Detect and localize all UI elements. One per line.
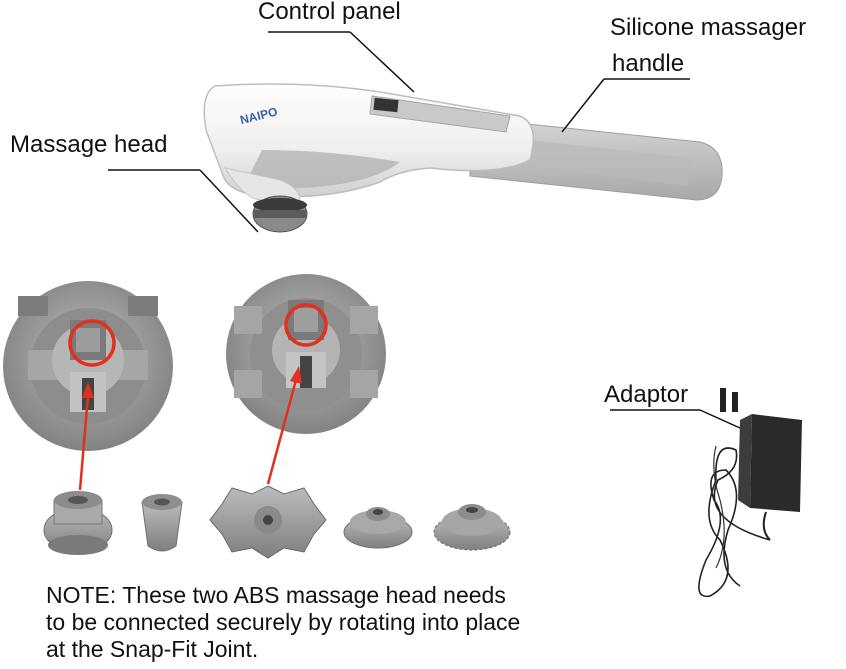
note-line-2: to be connected securely by rotating int… xyxy=(46,609,521,635)
note-text: NOTE: These two ABS massage head needs t… xyxy=(46,582,520,663)
note-line-3: at the Snap-Fit Joint. xyxy=(46,636,259,662)
attachment-star xyxy=(209,485,327,559)
attachment-round-abs xyxy=(43,491,113,555)
attachment-spiked xyxy=(433,504,511,551)
label-massage-head: Massage head xyxy=(10,131,168,158)
attachment-dome xyxy=(343,507,413,549)
label-handle: handle xyxy=(612,50,685,77)
attachment-narrow-abs xyxy=(141,494,183,552)
power-button xyxy=(373,97,399,113)
snap-fit-highlight-left xyxy=(68,319,116,367)
control-panel xyxy=(369,95,511,133)
arrow-left xyxy=(78,382,94,491)
snap-fit-highlight-right xyxy=(284,303,328,347)
snap-fit-detail-right xyxy=(226,274,386,434)
massager-device xyxy=(203,83,723,233)
note-line-1: NOTE: These two ABS massage head needs xyxy=(46,582,506,608)
arrow-right xyxy=(266,366,302,485)
label-silicone-handle: Silicone massager xyxy=(610,14,807,41)
label-adaptor: Adaptor xyxy=(604,381,689,408)
adaptor-device xyxy=(610,388,802,598)
label-control-panel: Control panel xyxy=(258,0,401,25)
